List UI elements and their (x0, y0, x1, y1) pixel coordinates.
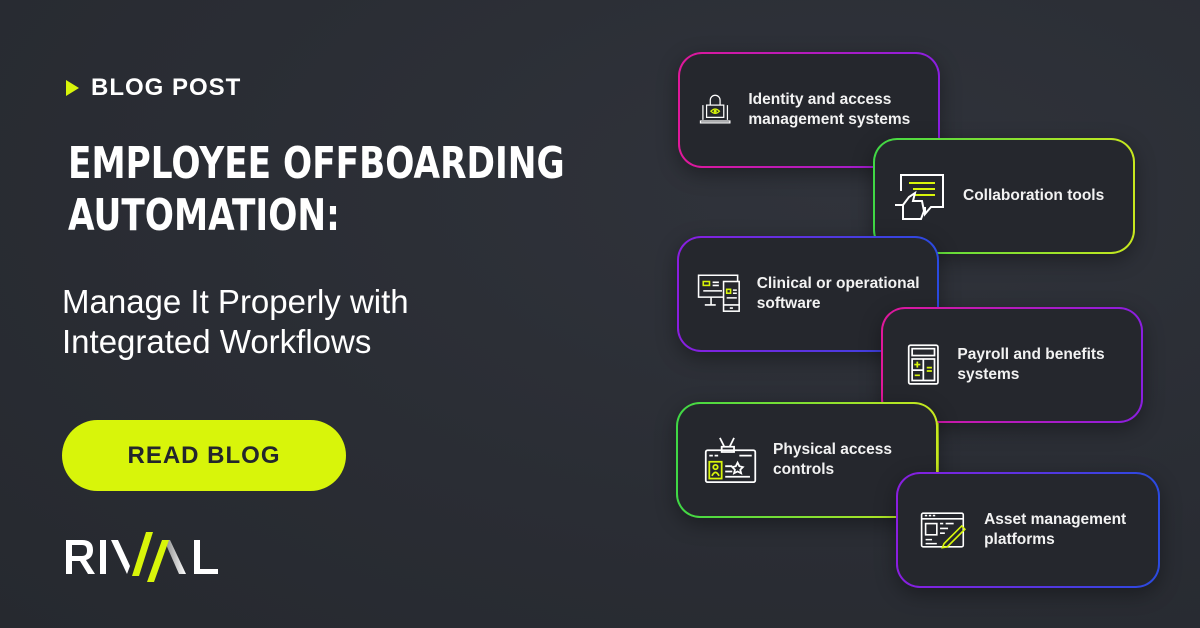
play-icon (66, 80, 79, 96)
card-clinical-operational: Clinical or operational software (677, 236, 939, 352)
content-type-tag: BLOG POST (66, 74, 241, 102)
browser-pencil-icon (920, 512, 967, 549)
card-label: Clinical or operational software (756, 275, 920, 312)
card-label: Physical access controls (773, 441, 892, 478)
tag-label: BLOG POST (91, 74, 242, 101)
card-physical-access: Physical access controls (676, 402, 938, 518)
connector-line (937, 420, 939, 475)
calculator-icon (907, 344, 939, 385)
laptop-lock-icon (699, 94, 731, 124)
subtitle: Manage It Properly with Integrated Workf… (62, 283, 409, 360)
read-blog-button[interactable]: READ BLOG (62, 420, 346, 491)
card-payroll-benefits: Payroll and benefits systems (881, 307, 1143, 423)
card-label: Asset management platforms (984, 511, 1127, 548)
page-title: Employee Offboarding Automation: (68, 138, 565, 241)
card-label: Collaboration tools (963, 187, 1105, 204)
card-collaboration: Collaboration tools (873, 138, 1135, 254)
monitor-mobile-icon (697, 274, 740, 312)
id-badge-icon (704, 437, 757, 483)
rival-logo (66, 526, 238, 582)
card-asset-management: Asset management platforms (896, 472, 1160, 588)
card-label: Payroll and benefits systems (957, 346, 1105, 383)
thumbs-up-chat-icon (895, 174, 944, 220)
card-label: Identity and access management systems (748, 91, 911, 128)
